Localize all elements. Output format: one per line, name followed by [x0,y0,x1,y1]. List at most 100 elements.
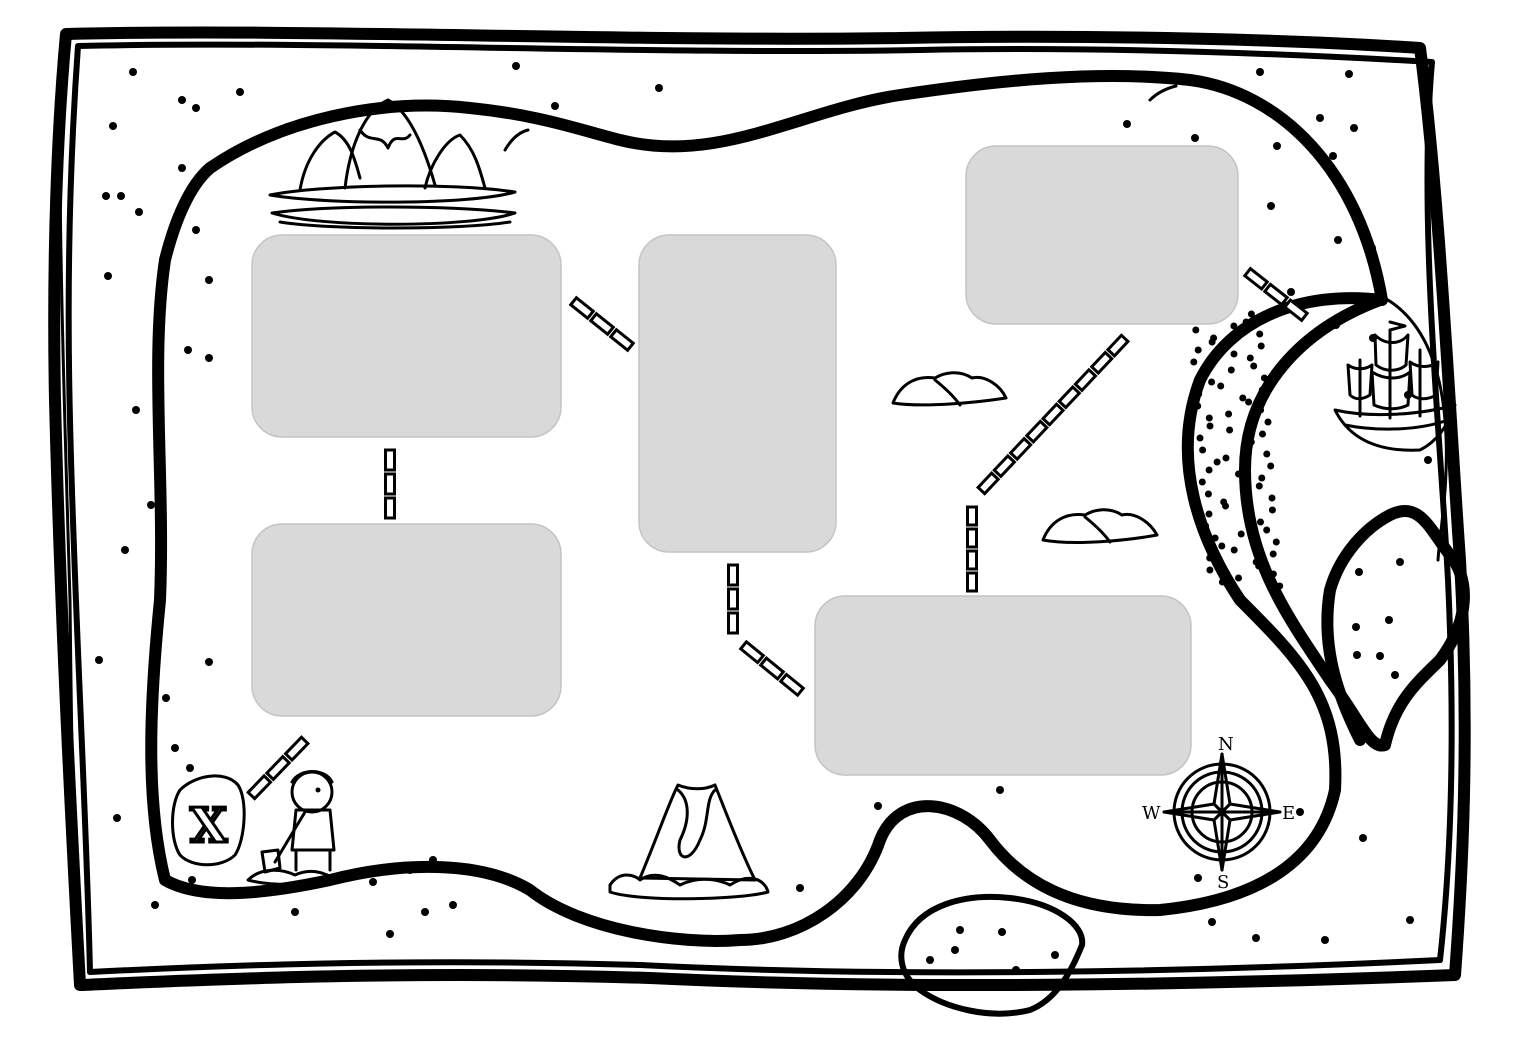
sand-dot [1350,124,1358,132]
sand-dot [1263,450,1271,458]
sand-dot [1213,458,1221,466]
sand-dot [1268,506,1276,514]
sand-dot [1237,530,1245,538]
sand-dot [1252,934,1260,942]
sand-dot [1287,288,1295,296]
sand-dot [1257,518,1264,526]
sand-dot [1205,466,1213,474]
sand-dot [1222,502,1229,510]
treasure-x-icon: X [171,774,246,867]
outer-border [48,26,1471,992]
path-dash [1057,384,1082,410]
sand-dot [1250,362,1258,370]
sand-dot [121,546,129,554]
sand-dot [1269,550,1277,558]
sand-dot [1198,478,1206,486]
sand-dot [186,764,194,772]
sand-dot [1316,114,1324,122]
sand-dot [956,926,964,934]
sand-dot [1218,542,1226,550]
path-dash [1089,350,1114,376]
sand-dot [1211,534,1219,542]
sand-dot [236,88,244,96]
sand-dot [1202,522,1210,530]
sand-dot [1257,342,1265,350]
compass-east-label: E [1282,803,1295,824]
compass-west-label: W [1142,803,1161,824]
sand-dot [1198,370,1206,378]
path-dash [384,448,396,472]
sand-dot [1194,874,1202,882]
sand-dot [1255,562,1263,570]
sand-dot [1230,322,1238,330]
sand-dot [151,901,159,909]
sand-dot [1332,321,1340,329]
path-dash [778,672,806,698]
box-bottom-center[interactable] [814,595,1192,776]
path-dash [1008,436,1033,462]
path-dash [384,496,396,520]
sand-dot [1396,558,1404,566]
sand-dot [1242,442,1250,450]
sand-dot [551,102,559,110]
dashed-path [246,266,1310,801]
sand-dot [1376,652,1384,660]
sand-dot [1244,514,1251,522]
sand-dot [1385,616,1393,624]
box-center-tall[interactable] [638,234,837,553]
path-dash [283,735,311,763]
compass-north-label: N [1218,734,1234,755]
sand-dot [1196,434,1204,442]
sand-dot [1272,538,1280,546]
sand-dot [104,272,112,280]
sand-dot [1245,398,1253,406]
sand-dot [1204,490,1212,498]
sand-dot [192,226,200,234]
sand-dot [1235,574,1242,582]
path-dash [1282,297,1310,323]
volcano-icon [608,783,770,901]
sand-dot [1205,510,1213,518]
sand-dot [184,346,192,354]
sand-dot [1226,426,1234,434]
sand-dot [449,901,457,909]
ship-icon [1333,320,1457,452]
sand-dot [1240,486,1248,494]
sand-dot [1391,671,1399,679]
sand-dot [1258,386,1266,394]
sand-dot [1247,310,1255,318]
box-top-right[interactable] [965,145,1239,325]
path-dash [1105,333,1131,358]
sand-dot [1206,566,1214,574]
sand-dot [205,276,213,284]
sand-dot [1263,526,1271,534]
sand-dot [1190,358,1198,366]
sand-dot [1424,456,1432,464]
sand-dot [291,908,299,916]
sand-dot [178,96,186,104]
sand-dot [1269,570,1277,578]
box-top-left[interactable] [251,234,562,438]
box-bottom-left[interactable] [251,523,562,717]
sand-dot [1329,152,1337,160]
sand-dot [386,930,394,938]
path-dash [727,587,739,611]
rock-icon [891,371,1008,407]
sand-dot [1353,651,1361,659]
sand-dot [95,656,103,664]
sand-dot [1195,390,1203,398]
sand-dot [171,744,179,752]
sand-dot [102,192,110,200]
path-dash [966,505,978,527]
sand-dot [1199,446,1207,454]
path-dash [1073,367,1098,393]
path-dash [966,527,978,549]
sand-dot [1194,346,1202,354]
sand-dot [192,104,200,112]
sand-dot [117,192,125,200]
sand-dot [1257,406,1265,414]
sand-dot [1012,966,1020,974]
sand-dot [1359,834,1367,842]
path-dash [727,563,739,587]
